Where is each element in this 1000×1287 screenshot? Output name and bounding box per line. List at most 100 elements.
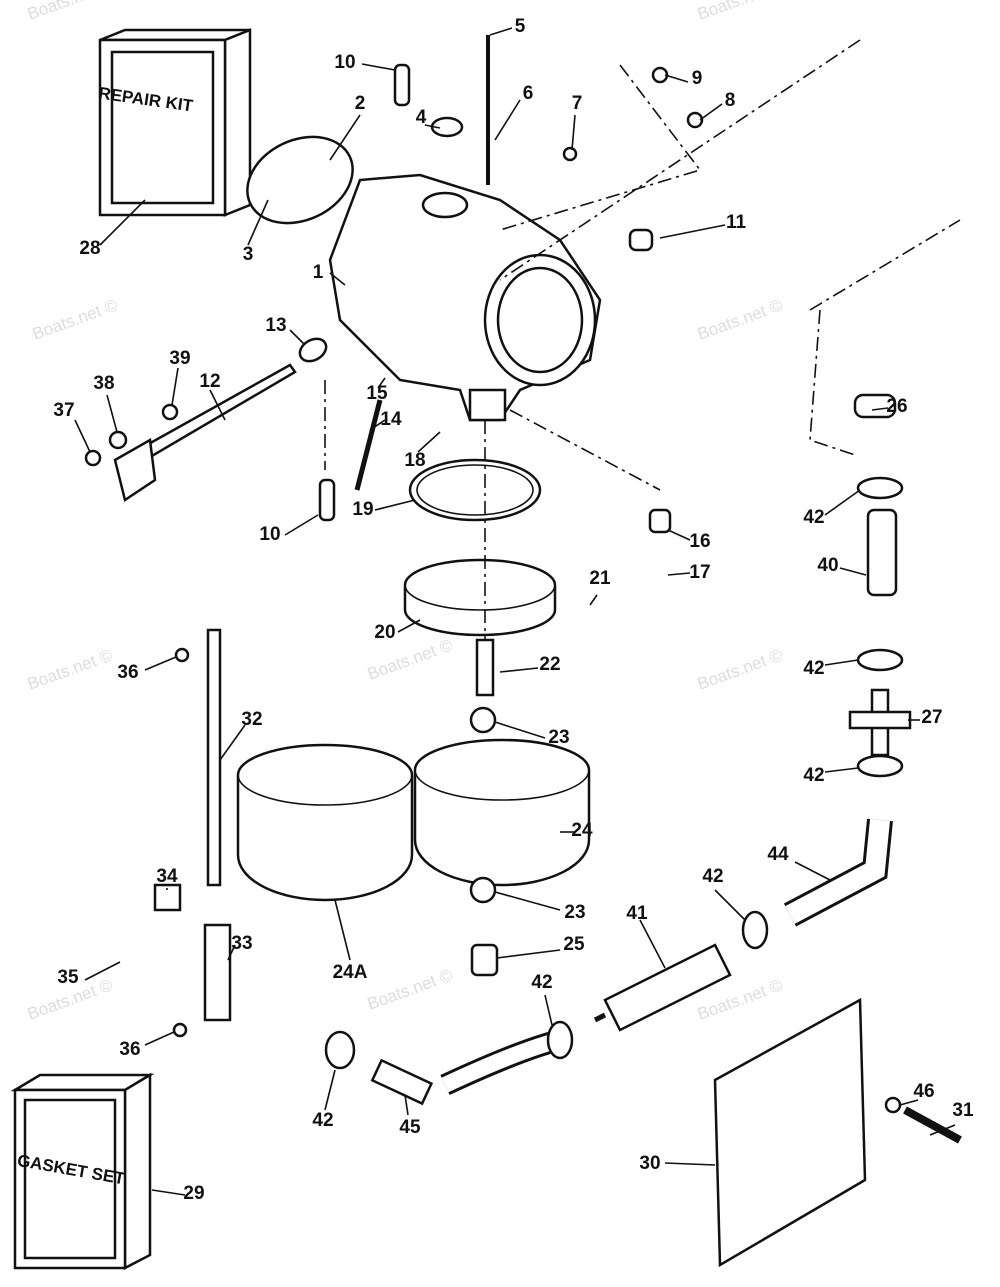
leader-line	[377, 377, 386, 389]
leader-line	[397, 619, 421, 633]
leader-line	[871, 407, 889, 411]
watermark: Boats.net ©	[30, 295, 121, 343]
callout-36: 36	[117, 662, 138, 683]
diaphragm	[246, 135, 354, 225]
gasket-ring	[408, 458, 542, 522]
callout-31: 31	[952, 1100, 974, 1121]
tee-fitting-27	[848, 688, 912, 757]
callout-14: 14	[380, 409, 402, 430]
clamps	[324, 476, 904, 1070]
callout-32: 32	[241, 709, 262, 730]
callout-22: 22	[539, 654, 560, 675]
leader-line	[329, 272, 346, 286]
spring	[298, 337, 328, 363]
leader-line	[74, 419, 91, 453]
callout-19: 19	[352, 499, 373, 520]
hose-45	[370, 1029, 563, 1106]
leader-line	[374, 499, 416, 511]
callout-15: 15	[366, 383, 388, 404]
watermark: Boats.net ©	[695, 645, 786, 693]
callout-10: 10	[259, 524, 280, 545]
leader-line	[144, 1031, 175, 1046]
callout-28: 28	[79, 238, 100, 259]
callout-11: 11	[726, 212, 747, 233]
watermark: Boats.net ©	[365, 965, 456, 1013]
callout-12: 12	[199, 371, 220, 392]
link-rod	[203, 628, 232, 1022]
leader-line	[404, 1094, 409, 1116]
leader-line	[99, 199, 146, 246]
leader-line	[664, 74, 689, 83]
callout-10: 10	[334, 52, 355, 73]
leader-line	[84, 961, 121, 981]
leader-line	[664, 1162, 716, 1166]
repair-kit-box: REPAIR KIT	[97, 28, 252, 217]
leader-line	[334, 899, 351, 961]
leader-line	[571, 114, 576, 151]
leader-line	[329, 114, 361, 161]
leader-line	[171, 367, 179, 406]
callout-13: 13	[265, 315, 286, 336]
small-parts	[153, 63, 962, 1144]
callout-9: 9	[692, 68, 703, 89]
callout-37: 37	[53, 400, 74, 421]
callout-26: 26	[886, 396, 907, 417]
leader-line	[247, 199, 269, 246]
leader-line	[794, 861, 831, 881]
callout-38: 38	[93, 373, 114, 394]
leader-line	[667, 529, 691, 541]
hose-44	[783, 818, 893, 927]
leader-line	[209, 389, 226, 421]
callout-42: 42	[702, 866, 723, 887]
throttle-shaft	[84, 363, 297, 503]
callout-34: 34	[156, 866, 178, 887]
callout-40: 40	[817, 555, 838, 576]
leader-line	[699, 103, 723, 121]
watermark: Boats.net ©	[25, 645, 116, 693]
callout-3: 3	[243, 244, 254, 265]
leader-line	[289, 329, 306, 346]
callout-42: 42	[803, 507, 824, 528]
callout-44: 44	[767, 844, 789, 865]
leader-line	[589, 594, 598, 606]
watermark: Boats.net ©	[695, 0, 786, 24]
callout-46: 46	[913, 1081, 934, 1102]
leader-line	[714, 889, 746, 921]
bowl-24A	[236, 743, 414, 902]
dashed-guide-lines	[324, 39, 961, 640]
leader-line	[496, 949, 561, 959]
leader-line	[417, 431, 441, 453]
leader-line	[824, 767, 859, 773]
leader-line	[929, 1124, 956, 1136]
callout-23: 23	[548, 727, 569, 748]
callout-42: 42	[803, 765, 824, 786]
callout-20: 20	[374, 622, 395, 643]
callout-25: 25	[563, 934, 585, 955]
callout-21: 21	[589, 568, 611, 589]
callout-16: 16	[689, 531, 710, 552]
elbow-26	[853, 393, 897, 419]
leader-line	[839, 567, 867, 576]
callout-1: 1	[313, 262, 324, 283]
leader-line	[499, 667, 539, 673]
leader-line	[424, 124, 441, 129]
callout-18: 18	[404, 450, 425, 471]
leader-line	[544, 994, 553, 1026]
callout-17: 17	[689, 562, 710, 583]
callout-4: 4	[416, 107, 427, 128]
watermark: Boats.net ©	[695, 295, 786, 343]
float	[403, 558, 557, 637]
callout-42: 42	[531, 972, 552, 993]
callout-24: 24	[571, 820, 593, 841]
leader-line	[227, 944, 236, 961]
callout-5: 5	[515, 16, 526, 37]
callout-30: 30	[639, 1153, 660, 1174]
callout-29: 29	[183, 1183, 204, 1204]
fuel-filter	[593, 943, 732, 1032]
leader-line	[494, 721, 546, 739]
needle	[354, 35, 490, 491]
leader-line	[369, 419, 386, 431]
